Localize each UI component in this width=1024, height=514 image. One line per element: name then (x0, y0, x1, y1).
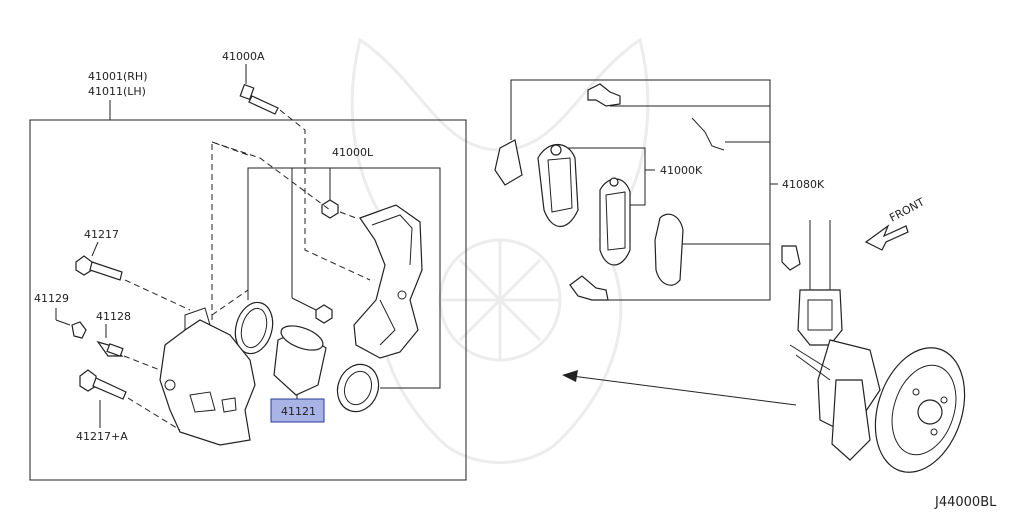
pad-clip-upper-icon (587, 83, 621, 107)
pointer-arrow-icon (562, 370, 578, 382)
caliper-body-icon (159, 307, 256, 446)
retainer-clip-icon (781, 245, 801, 271)
label-41080k: 41080K (782, 178, 825, 191)
piston-icon (273, 325, 327, 396)
bolt-41217a-icon (79, 369, 127, 400)
label-41001: 41001(RH) (88, 70, 148, 83)
anti-rattle-spring-icon (691, 117, 725, 151)
caliper-assembly-box (29, 119, 467, 481)
seal-ring-icon (234, 301, 274, 355)
guide-pin-lower-icon (315, 304, 333, 324)
strut-hub-assembly-icon (789, 220, 966, 473)
label-41121: 41121 (281, 405, 316, 418)
brake-pad-inner-icon (599, 177, 631, 266)
label-41000a: 41000A (222, 50, 265, 63)
pad-shim-left-icon (494, 139, 523, 186)
pad-clip-lower-icon (569, 275, 609, 301)
piston-41121-callout[interactable]: 41121 (270, 398, 325, 423)
label-41000k: 41000K (660, 164, 703, 177)
diagram-code: J44000BL (934, 495, 997, 510)
bolt-41000a-icon (239, 83, 279, 115)
guide-pin-upper-icon (321, 199, 339, 219)
pin-bolt-41217-icon (75, 255, 123, 281)
label-41217a: 41217+A (76, 430, 128, 443)
label-41000l: 41000L (332, 146, 374, 159)
bleeder-41129-icon (71, 321, 87, 339)
bleeder-cap-41128-icon (96, 340, 124, 357)
label-41129: 41129 (34, 292, 69, 305)
label-41011: 41011(LH) (88, 85, 146, 98)
caliper-bracket-icon (353, 204, 423, 359)
pad-shim-right-icon (654, 213, 684, 286)
label-41128: 41128 (96, 310, 131, 323)
front-arrow-icon (864, 224, 909, 251)
label-front: FRONT (887, 195, 927, 224)
brake-pad-outer-icon (537, 143, 579, 228)
dust-boot-icon (336, 363, 380, 413)
label-41217: 41217 (84, 228, 119, 241)
